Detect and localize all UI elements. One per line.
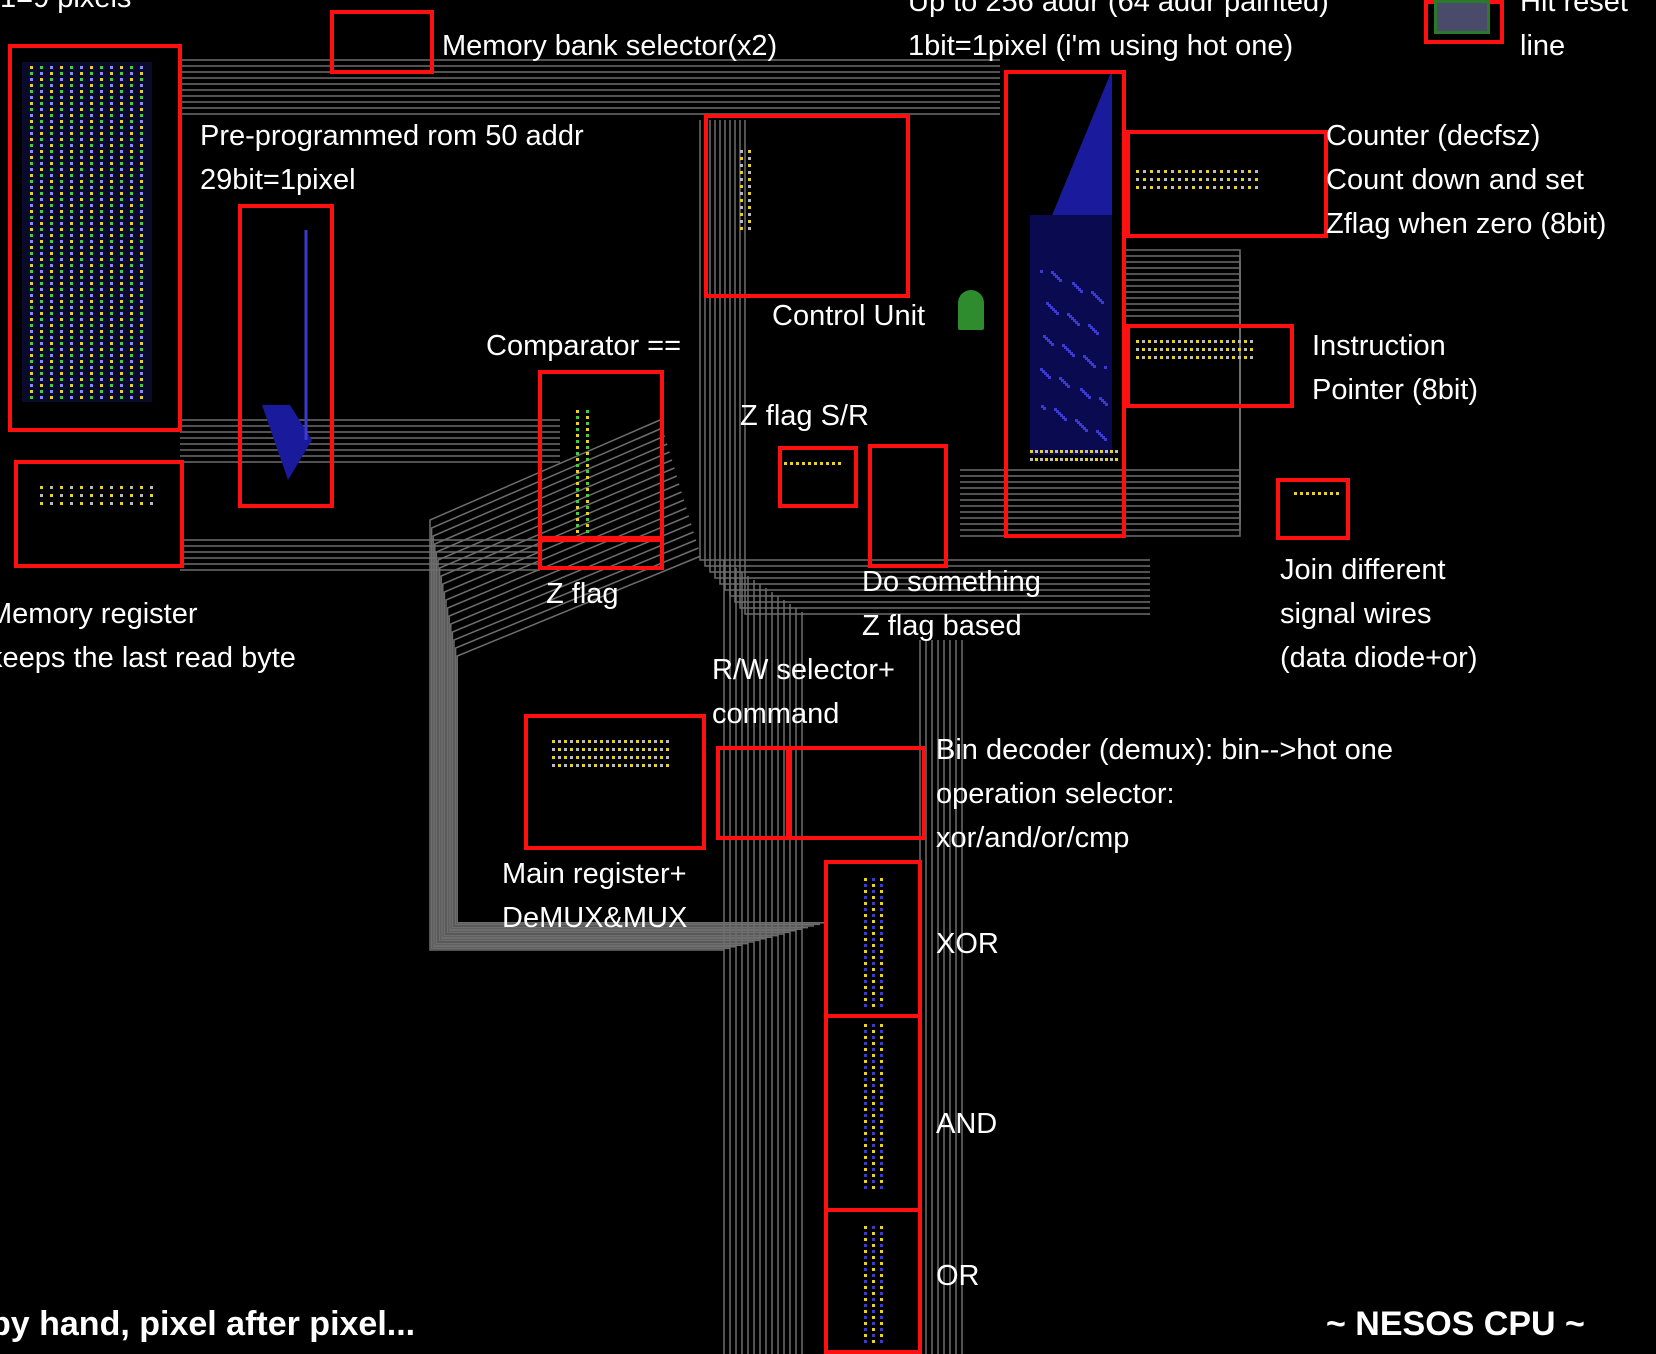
- label-bindec-1: Bin decoder (demux): bin-->hot one: [936, 728, 1393, 772]
- label-reset-1: Hit reset: [1520, 0, 1628, 24]
- label-join-3: (data diode+or): [1280, 636, 1478, 680]
- zflag-box: [538, 536, 664, 570]
- label-ram-2: 1bit=1pixel (i'm using hot one): [908, 24, 1293, 68]
- instruction-pointer-box: [1126, 324, 1294, 408]
- led-icon: [958, 290, 984, 330]
- and-box: [824, 1014, 922, 1212]
- label-zflag-sr: Z flag S/R: [740, 394, 869, 438]
- footer-left: by hand, pixel after pixel...: [0, 1302, 415, 1346]
- join-wires-box: [1276, 478, 1350, 540]
- rom-box: [238, 204, 334, 508]
- label-mainreg-1: Main register+: [502, 852, 687, 896]
- counter-box: [1126, 130, 1328, 238]
- label-do-something-1: Do something: [862, 560, 1041, 604]
- footer-right: ~ NESOS CPU ~: [1326, 1302, 1585, 1346]
- label-ip-1: Instruction: [1312, 324, 1446, 368]
- label-ram-1: Up to 256 addr (64 addr painted): [908, 0, 1329, 24]
- label-rw-1: R/W selector+: [712, 648, 895, 692]
- reset-switch-icon: [1434, 0, 1490, 34]
- label-counter-1: Counter (decfsz): [1326, 114, 1540, 158]
- label-do-something-2: Z flag based: [862, 604, 1022, 648]
- xor-box: [824, 860, 922, 1018]
- label-rw-2: command: [712, 692, 839, 736]
- label-bindec-3: xor/and/or/cmp: [936, 816, 1129, 860]
- label-counter-3: Zflag when zero (8bit): [1326, 202, 1606, 246]
- label-reset-2: line: [1520, 24, 1565, 68]
- label-rom-1: Pre-programmed rom 50 addr: [200, 114, 584, 158]
- label-bindec-2: operation selector:: [936, 772, 1175, 816]
- or-box: [824, 1208, 922, 1354]
- label-mainreg-2: DeMUX&MUX: [502, 896, 687, 940]
- main-register-box: [524, 714, 706, 850]
- comparator-box: [538, 370, 664, 542]
- zflag-sr-box: [778, 446, 858, 508]
- label-zflag: Z flag: [546, 572, 619, 616]
- do-something-box: [868, 444, 948, 568]
- label-or: OR: [936, 1254, 980, 1298]
- memory-register-box: [14, 460, 184, 568]
- label-and: AND: [936, 1102, 997, 1146]
- label-memreg-2: keeps the last read byte: [0, 636, 296, 680]
- control-unit-box: [704, 114, 910, 298]
- label-xor: XOR: [936, 922, 999, 966]
- label-join-2: signal wires: [1280, 592, 1432, 636]
- label-join-1: Join different: [1280, 548, 1446, 592]
- label-ip-2: Pointer (8bit): [1312, 368, 1478, 412]
- memory-bank-box: [330, 10, 434, 74]
- memory-grid-box: [8, 44, 182, 432]
- label-memory-bank: Memory bank selector(x2): [442, 24, 777, 68]
- label-top-left: 1=9 pixels: [0, 0, 131, 20]
- label-counter-2: Count down and set: [1326, 158, 1584, 202]
- label-control-unit: Control Unit: [772, 294, 925, 338]
- label-memreg-1: Memory register: [0, 592, 198, 636]
- ram-box: [1004, 70, 1126, 538]
- label-rom-2: 29bit=1pixel: [200, 158, 356, 202]
- bin-decoder-box: [786, 746, 926, 840]
- rw-selector-box: [716, 746, 792, 840]
- label-comparator: Comparator ==: [486, 324, 681, 368]
